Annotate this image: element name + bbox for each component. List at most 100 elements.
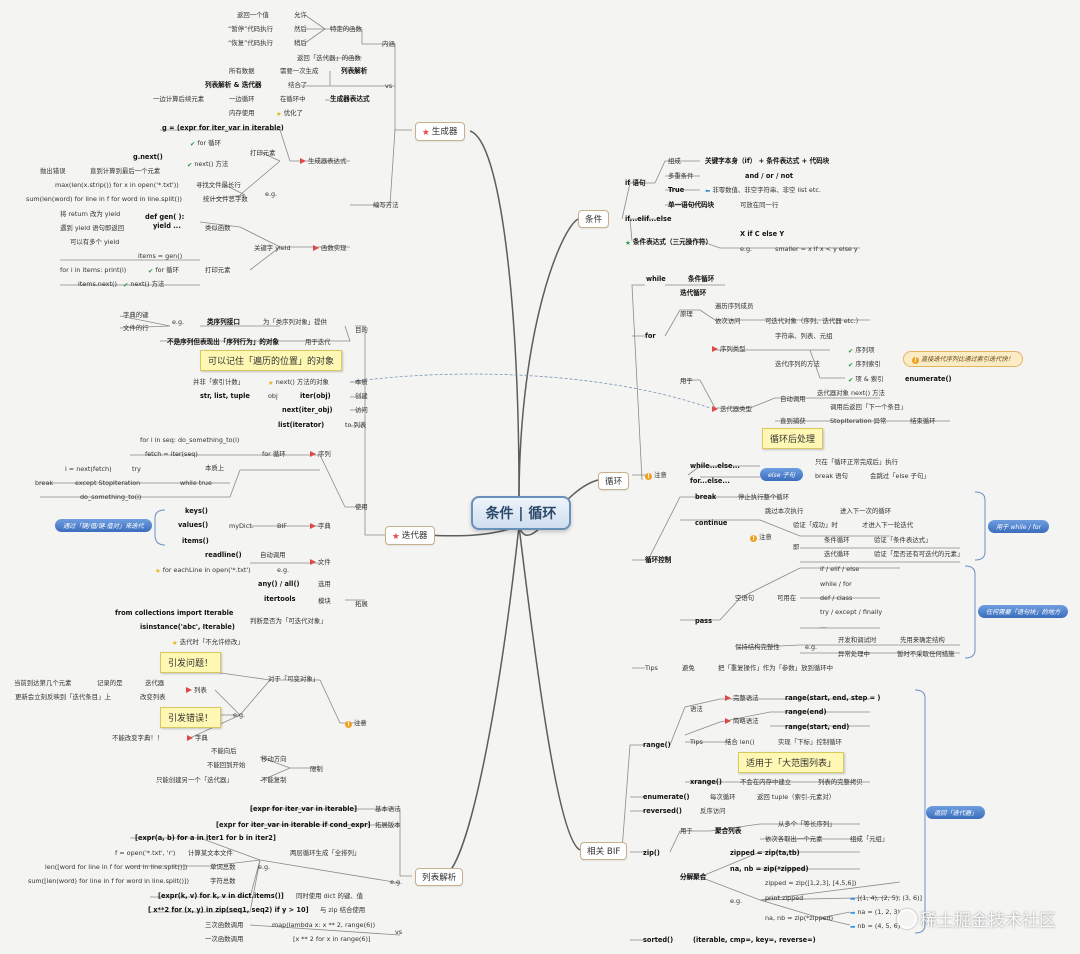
branch-loop[interactable]: 循环	[598, 472, 630, 490]
node-s1-v: 先用来确定结构	[900, 636, 945, 644]
node-eg2-v: 统计文件总字数	[203, 195, 248, 203]
watermark: 稀土掘金技术社区	[897, 906, 1056, 931]
node-for-seq: for i in seq: do_something_to(i)	[140, 436, 240, 444]
node-actual: 本质上	[205, 464, 225, 472]
node-keys: keys()	[185, 507, 208, 515]
red-flag-icon	[310, 523, 316, 529]
red-flag-icon	[725, 718, 731, 724]
yellow-star-icon: ★	[268, 379, 274, 387]
pill-else: else 子句	[760, 468, 803, 481]
node-create: 创建	[355, 392, 368, 400]
warning-icon: !	[345, 721, 352, 728]
node-lc-kv-v: 同时使用 dict 的键、值	[296, 892, 364, 900]
curve-gen	[469, 130, 520, 497]
red-star-icon: ★	[422, 128, 430, 138]
node-p2: while / for	[820, 580, 852, 588]
node-for-obj: 对于「可变对象」	[268, 675, 320, 683]
node-use: 使用	[355, 503, 368, 511]
node-module: 模块	[318, 597, 331, 605]
node-verify: 验证「成功」时	[793, 521, 838, 529]
node-next-method2: ✔next() 方法	[123, 280, 165, 289]
node-pass: pass	[695, 617, 713, 625]
node-lc-basic: [expr for iter_var in iterable]	[250, 805, 357, 813]
node-lc-len-v: 单词总数	[210, 863, 236, 871]
node-merge-v3: 组成「元组」	[850, 835, 889, 843]
node-usable: 可用在	[777, 594, 797, 602]
node-z5-v2: ➡nb = (4, 5, 6)	[850, 922, 901, 931]
node-print-elem2: 打印元素	[205, 266, 231, 274]
node-until: 直到捕获	[780, 417, 806, 425]
branch-iterator[interactable]: ★迭代器	[385, 526, 435, 545]
node-auto-call: 自动调用	[780, 395, 806, 403]
node-struct: 保持结构完整性	[735, 643, 780, 651]
node-sorted-v: (iterable, cmp=, key=, reverse=)	[693, 936, 816, 944]
branch-condition[interactable]: 条件	[578, 210, 610, 228]
node-file-line: 文件的行	[123, 324, 149, 332]
branch-bif[interactable]: 相关 BIF	[580, 842, 628, 860]
node-for-each: ★for eachLine in open('*.txt')	[155, 566, 251, 575]
node-lc-len: len([word for line in f for word in line…	[45, 863, 188, 871]
node-tolist: to 列表	[345, 421, 367, 429]
node-auto-call-v: 迭代器对象 next() 方法	[817, 389, 885, 397]
arrow-icon: ➡	[850, 923, 856, 931]
central-topic[interactable]: 条件 | 循环	[471, 496, 571, 530]
check-icon: ✔	[848, 376, 854, 384]
node-duochong-v: and / or / not	[745, 172, 794, 180]
red-flag-icon	[310, 559, 316, 565]
node-zip: zip()	[643, 849, 660, 857]
red-flag-icon	[313, 245, 319, 251]
check-icon: ✔	[848, 361, 854, 369]
node-gnext: g.next()	[133, 153, 163, 161]
node-for-iter: 迭代循环	[680, 289, 707, 297]
node-merge-v: 从多个「等长序列」	[778, 820, 836, 828]
node-end-loop: 结束循环	[910, 417, 936, 425]
node-for-else: for...else...	[690, 477, 730, 485]
node-no-return: 不能回到开始	[207, 761, 246, 769]
node-range: range()	[643, 741, 671, 749]
node-lc-zip-v: 与 zip 结合使用	[320, 906, 366, 914]
node-full: 完整语法	[725, 694, 759, 702]
red-star-icon: ★	[392, 532, 400, 542]
node-len: 结合 len()	[725, 738, 755, 746]
node-short: 简略语法	[725, 717, 759, 725]
warning-icon: !	[912, 357, 919, 364]
red-flag-icon	[300, 158, 306, 164]
branch-generator[interactable]: ★生成器	[415, 122, 465, 141]
node-later: 稍后	[294, 39, 307, 47]
node-iter-eg2: e.g.	[277, 566, 290, 574]
node-ternary-v: X if C else Y	[740, 230, 785, 238]
branch-listcomp[interactable]: 列表解析	[415, 868, 464, 886]
node-only-normal: 只在「循环正常完成后」执行	[815, 458, 899, 466]
node-z2: na, nb = zip(*zipped)	[730, 865, 809, 873]
node-reversed: reversed()	[643, 807, 682, 815]
node-m3: ✔项 & 索引	[848, 375, 884, 384]
node-func-impl: 函数实现	[313, 244, 347, 252]
node-verify-v: 才进入下一轮迭代	[862, 521, 914, 529]
node-lc-two-v: 两层循环生成「全排列」	[290, 849, 361, 857]
node-meet-yield: 遇到 yield 语句即返回	[60, 224, 125, 232]
node-values: values()	[178, 521, 209, 529]
node-optimize: ★优化了	[276, 109, 303, 118]
node-not-seq: 不是序列但表现出「序列行为」的对象	[167, 338, 280, 346]
node-record: 记录的是	[97, 679, 123, 687]
node-zucheng-v: 关键字本身（if） + 条件表达式 + 代码块	[705, 157, 830, 165]
node-throw: 抛出错误	[40, 167, 66, 175]
node-items-next: items.next()	[78, 280, 117, 288]
node-yongyu: 用于	[680, 377, 693, 385]
node-can-multi: 可以有多个 yield	[70, 238, 120, 246]
note-problem: 引发问题！	[160, 652, 222, 673]
node-limit: 限制	[310, 765, 323, 773]
node-ret-val: 返回一个值	[237, 11, 269, 19]
node-one-by-one: 一边计算后续元素	[153, 95, 205, 103]
curve-bif	[518, 525, 581, 851]
node-lc-ext: [expr for iter_var in iterable if cond_e…	[216, 821, 371, 829]
node-yici-v: 可迭代对象（序列、迭代器 etc.）	[765, 317, 863, 325]
node-no-copy: 不能复制	[261, 776, 287, 784]
node-xrange: xrange()	[690, 778, 722, 786]
node-update: 更新会立刻反映到「迭代条目」上	[15, 693, 111, 701]
node-struct-eg: e.g.	[805, 643, 818, 651]
node-nextiter: next(iter_obj)	[282, 406, 333, 414]
node-essence: 本质	[355, 378, 368, 386]
node-eg2: sum(len(word) for line in f for word in …	[26, 195, 183, 203]
pill-dict-iter: 通过「键/值/键-值对」来迭代	[55, 519, 152, 532]
